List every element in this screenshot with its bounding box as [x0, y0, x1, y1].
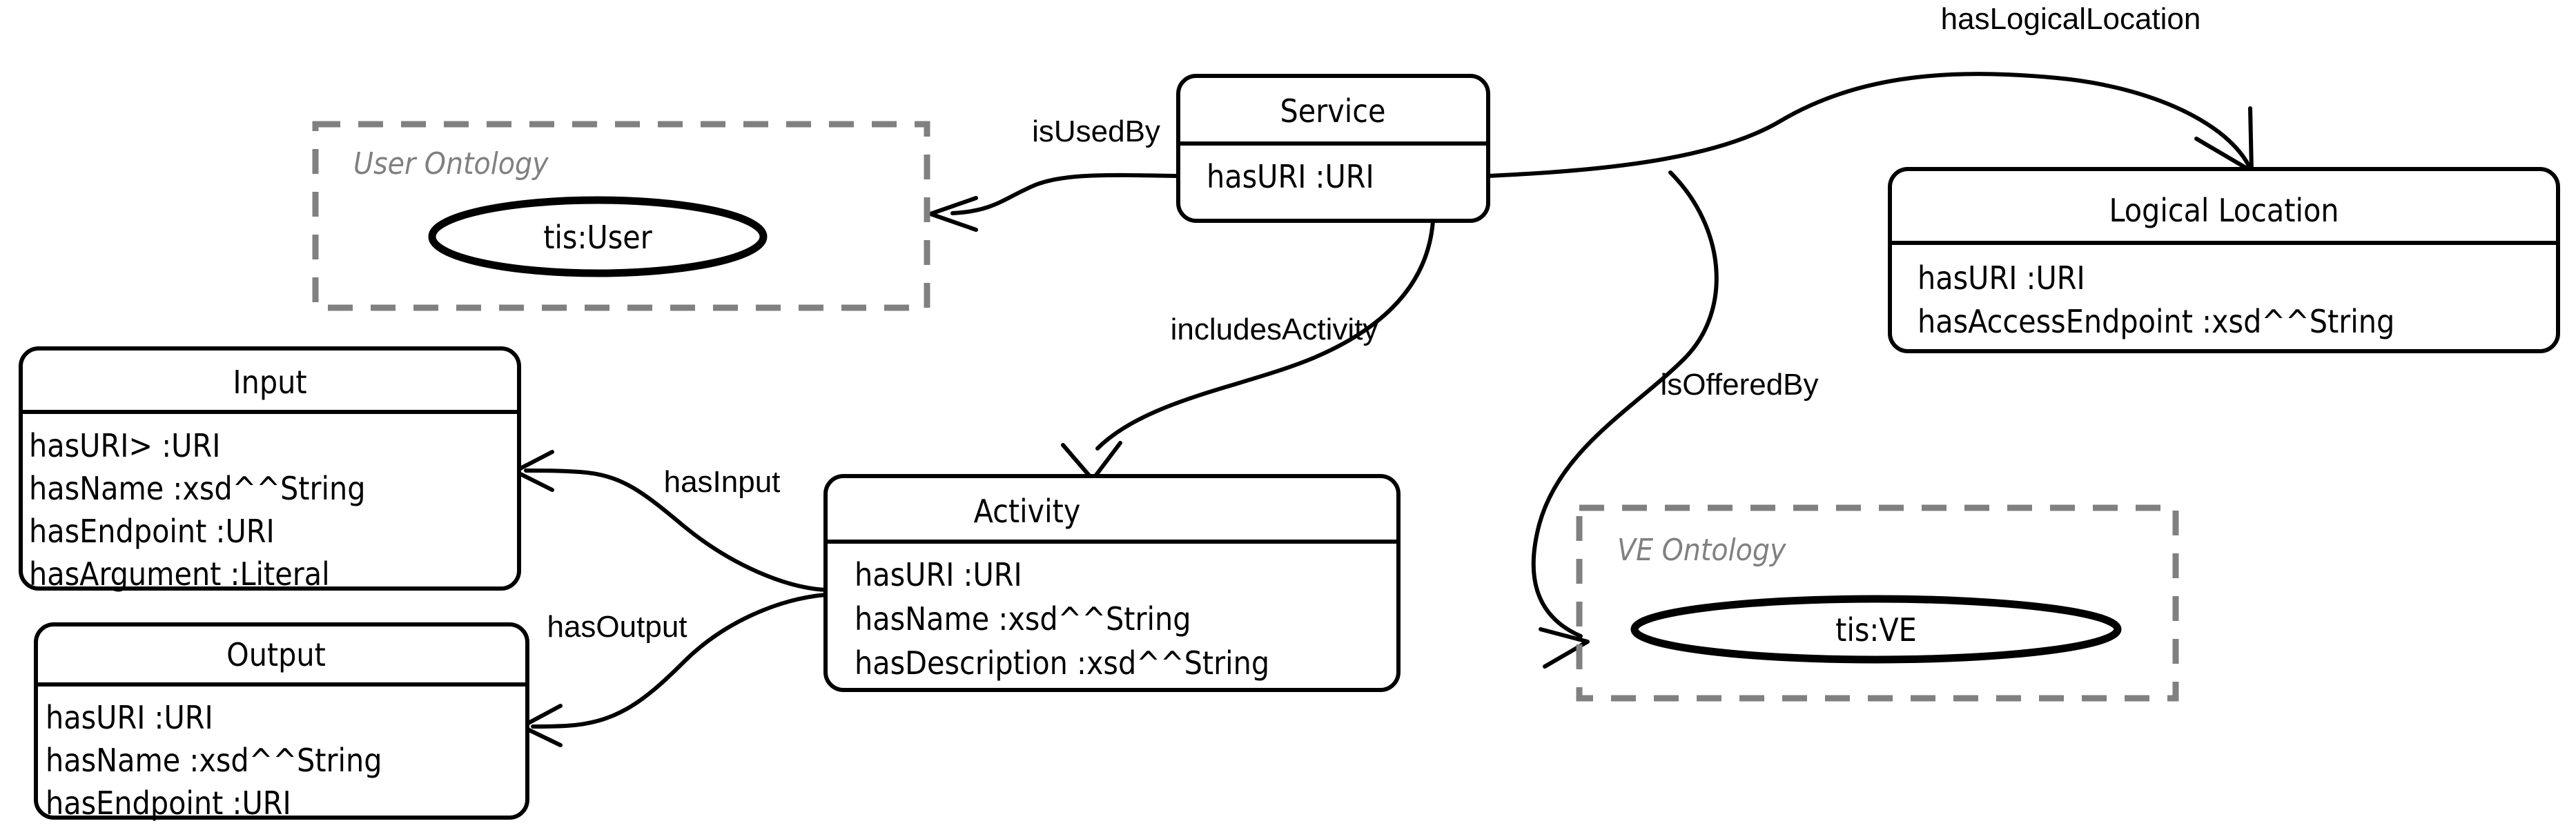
edge-has-output-path — [531, 593, 828, 729]
edge-has-logical-location-label: hasLogicalLocation — [1941, 2, 2201, 36]
class-box-activity-rect — [823, 474, 1401, 692]
edge-is-used-by: isUsedBy — [928, 115, 1179, 232]
class-box-logical-location-attr-0: hasURI :URI — [1918, 259, 2085, 297]
edge-has-input-label: hasInput — [664, 465, 781, 499]
class-box-activity-attr-0: hasURI :URI — [855, 556, 1022, 593]
edge-has-logical-location-path — [1486, 72, 2251, 178]
edge-is-offered-by-label: isOfferedBy — [1660, 368, 1818, 402]
class-box-activity-attr-2: hasDescription :xsd^^String — [855, 644, 1269, 682]
package-user-ontology[interactable]: User Ontology tis:User — [312, 121, 930, 311]
class-box-service-rect — [1176, 74, 1490, 223]
class-box-activity-title: Activity — [974, 493, 1081, 530]
class-box-output-attr-2: hasEndpoint :URI — [46, 784, 291, 822]
node-tis-ve-ellipse[interactable] — [1630, 595, 2122, 664]
class-box-input-rect — [19, 346, 521, 591]
package-ve-ontology[interactable]: VE Ontology tis:VE — [1576, 504, 2179, 702]
package-ve-ontology-label: VE Ontology — [1617, 533, 1786, 568]
class-box-logical-location-title: Logical Location — [2109, 192, 2339, 229]
edge-is-used-by-arrowhead — [928, 196, 978, 232]
class-box-input-title: Input — [233, 364, 306, 401]
edge-includes-activity: includesActivity — [1061, 219, 1435, 482]
class-box-output-attr-1: hasName :xsd^^String — [46, 742, 382, 779]
class-box-output-rect — [34, 622, 529, 820]
node-tis-user-ellipse[interactable] — [428, 196, 768, 277]
class-box-input[interactable]: Input hasURI> :URI hasName :xsd^^String … — [19, 346, 521, 593]
edge-is-offered-by-path — [1531, 170, 1719, 638]
node-tis-ve-label: tis:VE — [1835, 611, 1917, 649]
edge-has-logical-location: hasLogicalLocation — [1486, 2, 2254, 178]
edge-has-output-label: hasOutput — [547, 610, 687, 644]
class-box-output[interactable]: Output hasURI :URI hasName :xsd^^String … — [34, 622, 529, 822]
class-box-output-title: Output — [226, 636, 326, 673]
edge-is-used-by-path — [950, 172, 1179, 215]
edge-is-offered-by-arrowhead — [1539, 627, 1590, 669]
edge-includes-activity-label: includesActivity — [1171, 313, 1378, 346]
class-box-input-attr-1: hasName :xsd^^String — [29, 470, 366, 507]
class-box-input-attr-0: hasURI> :URI — [29, 427, 220, 464]
class-box-activity[interactable]: Activity hasURI :URI hasName :xsd^^Strin… — [823, 474, 1401, 692]
class-box-activity-attr-1: hasName :xsd^^String — [855, 600, 1191, 638]
class-box-logical-location-rect — [1888, 167, 2560, 353]
class-box-input-attr-2: hasEndpoint :URI — [29, 513, 275, 550]
node-tis-user-label: tis:User — [543, 219, 653, 256]
edge-is-used-by-label: isUsedBy — [1032, 115, 1160, 148]
edge-has-input-path — [524, 468, 828, 592]
class-box-service-attr-0: hasURI :URI — [1207, 158, 1374, 195]
package-user-ontology-border — [312, 121, 930, 311]
class-box-logical-location-attr-1: hasAccessEndpoint :xsd^^String — [1918, 303, 2394, 340]
edge-has-input: hasInput — [513, 450, 828, 592]
edge-has-logical-location-arrowhead — [2194, 106, 2254, 173]
class-box-logical-location[interactable]: Logical Location hasURI :URI hasAccessEn… — [1888, 167, 2560, 353]
edge-includes-activity-path — [1095, 219, 1435, 451]
class-box-service[interactable]: Service hasURI :URI — [1176, 74, 1490, 223]
class-box-output-attr-0: hasURI :URI — [46, 699, 213, 736]
package-user-ontology-label: User Ontology — [353, 146, 549, 181]
class-box-service-title: Service — [1280, 92, 1386, 130]
edge-has-output: hasOutput — [520, 593, 828, 747]
edge-is-offered-by: isOfferedBy — [1531, 170, 1819, 669]
class-box-input-attr-3: hasArgument :Literal — [29, 555, 330, 593]
package-ve-ontology-border — [1576, 504, 2179, 702]
